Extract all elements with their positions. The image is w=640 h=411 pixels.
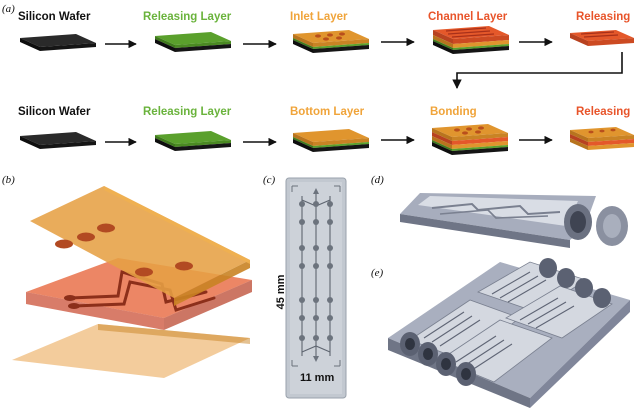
block-releasing-layer-1	[155, 32, 231, 52]
block-bonding	[432, 124, 508, 155]
chip-photo	[285, 177, 347, 399]
step-label-silicon-wafer-1: Silicon Wafer	[18, 11, 91, 23]
step-label-releasing-layer-2: Releasing Layer	[143, 106, 232, 118]
chip-width-label: 11 mm	[300, 372, 334, 384]
step-label-silicon-wafer-2: Silicon Wafer	[18, 106, 91, 118]
block-channel-layer	[433, 26, 509, 54]
block-silicon-wafer-1	[20, 34, 96, 51]
block-silicon-wafer-2	[20, 132, 96, 149]
block-bottom-layer	[293, 129, 369, 152]
block-inlet-layer	[293, 30, 369, 53]
block-releasing-layer-2	[155, 131, 231, 151]
step-label-channel-layer: Channel Layer	[428, 11, 508, 23]
cad-device-single	[400, 193, 628, 248]
step-label-bonding: Bonding	[430, 106, 477, 118]
process-arrows-row1	[105, 37, 553, 49]
panel-letter-b: (b)	[2, 174, 15, 186]
step-label-releasing-1: Releasing	[576, 11, 630, 23]
cad-device-array	[388, 258, 630, 408]
panel-letter-e: (e)	[371, 267, 384, 279]
step-label-releasing-2: Releasing	[576, 106, 630, 118]
step-label-releasing-layer-1: Releasing Layer	[143, 11, 232, 23]
panel-letter-c: (c)	[263, 174, 276, 186]
process-arrows-row2	[105, 135, 553, 147]
connector-arrow	[452, 52, 623, 89]
step-label-bottom-layer: Bottom Layer	[290, 106, 365, 118]
block-releasing-1	[570, 30, 634, 46]
chip-height-label: 45 mm	[275, 274, 287, 309]
exploded-layers	[12, 186, 252, 378]
step-label-inlet-layer: Inlet Layer	[290, 11, 348, 23]
panel-letter-d: (d)	[371, 174, 384, 186]
panel-letter-a: (a)	[2, 3, 15, 15]
block-releasing-2	[570, 127, 634, 150]
